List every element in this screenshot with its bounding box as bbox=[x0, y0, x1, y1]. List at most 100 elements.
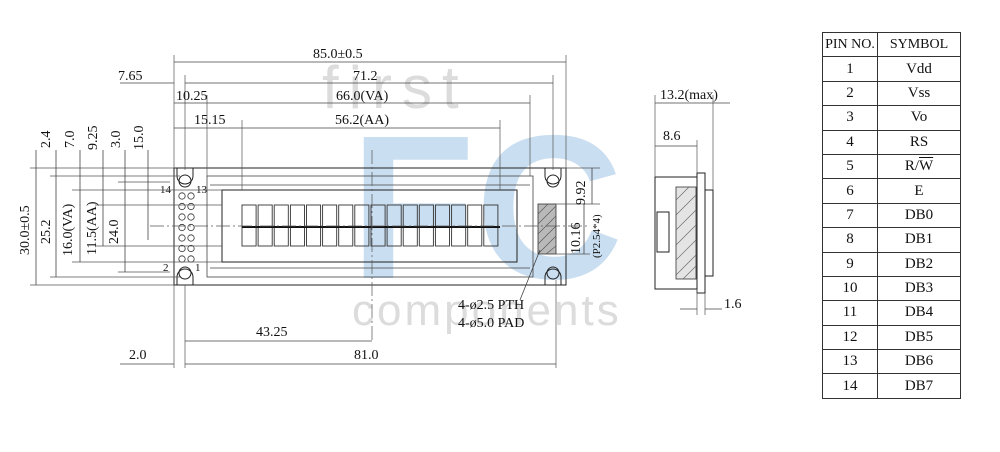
dim-depth-8-6: 8.6 bbox=[663, 129, 681, 144]
dim-overall-width: 85.0±0.5 bbox=[313, 47, 363, 62]
dim-connector-10-16: 10.16 bbox=[569, 223, 584, 255]
side-view: 13.2(max) 8.6 1.6 bbox=[654, 88, 742, 315]
pin-symbol-text: DB0 bbox=[904, 206, 934, 223]
character-cell bbox=[483, 204, 499, 247]
pin-number: 6 bbox=[822, 178, 878, 204]
pin-symbol: DB5 bbox=[877, 324, 961, 351]
pin-number: 13 bbox=[822, 349, 878, 375]
dim-pitch-note: (P2.54*4) bbox=[591, 214, 603, 258]
pin-label-1: 1 bbox=[195, 262, 201, 274]
pin-symbol: DB3 bbox=[877, 275, 961, 302]
pin-symbol: DB6 bbox=[877, 349, 961, 375]
character-cell bbox=[257, 204, 273, 247]
pin-symbol-text: DB3 bbox=[904, 280, 934, 297]
pin-hole bbox=[178, 244, 186, 253]
side-pcb bbox=[696, 172, 706, 294]
dim-max-thickness: 13.2(max) bbox=[660, 88, 718, 103]
pin-symbol-text: Vo bbox=[910, 109, 928, 126]
dim-top-9-25: 9.25 bbox=[86, 126, 101, 151]
pcb-inner-frame bbox=[206, 175, 534, 278]
pin-hole bbox=[187, 213, 195, 221]
dim-center-43-25: 43.25 bbox=[256, 325, 288, 340]
dim-aa-height: 11.5(AA) bbox=[85, 201, 100, 255]
table-row: 8 DB1 bbox=[822, 227, 961, 253]
pin-symbol-text: R/ bbox=[904, 158, 919, 175]
pin-symbol: DB1 bbox=[877, 227, 961, 253]
character-cell bbox=[322, 204, 338, 247]
dim-pcb-1-6: 1.6 bbox=[724, 297, 742, 312]
mounting-hole-tl bbox=[178, 174, 192, 188]
pin-symbol: DB4 bbox=[877, 300, 961, 326]
dim-va-width: 66.0(VA) bbox=[336, 89, 389, 104]
pin-symbol-text: DB2 bbox=[904, 255, 934, 272]
watermark-components: components bbox=[352, 286, 622, 335]
horizontal-dimensions-top: 85.0±0.5 71.2 7.65 10.25 66.0(VA) 15.15 … bbox=[118, 47, 567, 190]
pin-number: 12 bbox=[822, 324, 878, 351]
pin-hole bbox=[178, 255, 186, 263]
pin-hole bbox=[178, 192, 186, 200]
character-cell bbox=[451, 204, 467, 247]
table-row: 7 DB0 bbox=[822, 202, 961, 229]
dim-pcb-81-0: 81.0 bbox=[354, 348, 379, 363]
horizontal-dimensions-bottom: 43.25 81.0 2.0 bbox=[120, 280, 557, 368]
pin-hole bbox=[187, 223, 195, 232]
character-cell bbox=[306, 204, 322, 247]
header-symbol: SYMBOL bbox=[877, 31, 961, 58]
mounting-hole-bl bbox=[178, 266, 192, 280]
pin-symbol-text: E bbox=[914, 182, 924, 199]
pin-symbol: R/W bbox=[877, 153, 961, 180]
connector-dimensions: 9.92 10.16 (P2.54*4) bbox=[556, 167, 603, 258]
pin-number: 11 bbox=[822, 300, 878, 326]
pin-symbol-text: DB1 bbox=[904, 231, 934, 248]
pin-hole bbox=[178, 234, 186, 242]
pin-symbol-text: Vdd bbox=[906, 60, 932, 77]
pin-number: 10 bbox=[822, 275, 878, 302]
dim-top-15-0: 15.0 bbox=[132, 126, 147, 151]
dim-va-height: 16.0(VA) bbox=[61, 203, 76, 256]
character-cell bbox=[418, 204, 434, 247]
pin-number: 8 bbox=[822, 227, 878, 253]
dim-hole-pitch: 71.2 bbox=[353, 69, 378, 84]
pin-symbol-text: Vss bbox=[907, 84, 931, 101]
pin-number: 3 bbox=[822, 105, 878, 131]
pin-hole bbox=[178, 202, 186, 211]
pin-number: 14 bbox=[822, 373, 878, 399]
pin-hole bbox=[187, 202, 195, 211]
character-cell bbox=[434, 204, 450, 247]
character-cells bbox=[241, 204, 500, 247]
front-view: 14 13 2 1 85.0±0.5 bbox=[18, 47, 603, 368]
dim-top-7-0: 7.0 bbox=[63, 131, 78, 149]
dim-left-to-va: 10.25 bbox=[176, 89, 208, 104]
pin-number: 4 bbox=[822, 129, 878, 155]
pin-number: 7 bbox=[822, 202, 878, 229]
pin-hole bbox=[187, 234, 195, 242]
dim-top-3-0: 3.0 bbox=[109, 131, 124, 149]
pin-header bbox=[178, 192, 195, 263]
table-row: 3 Vo bbox=[822, 105, 961, 131]
dim-offset-2-0: 2.0 bbox=[129, 348, 147, 363]
character-cell bbox=[273, 204, 289, 247]
dim-height-24: 24.0 bbox=[107, 220, 122, 245]
pin-symbol: DB2 bbox=[877, 251, 961, 277]
pin-label-2: 2 bbox=[163, 262, 169, 274]
dim-left-to-hole: 7.65 bbox=[118, 69, 143, 84]
watermark: first FC components bbox=[322, 54, 623, 335]
character-cell bbox=[289, 204, 305, 247]
pin-hole bbox=[187, 255, 195, 263]
dim-aa-width: 56.2(AA) bbox=[335, 113, 389, 128]
note-pth: 4-ø2.5 PTH bbox=[458, 298, 524, 313]
pin-symbol: RS bbox=[877, 129, 961, 155]
pin-number: 5 bbox=[822, 153, 878, 180]
mounting-holes bbox=[176, 168, 562, 285]
header-pin-no: PIN NO. bbox=[822, 31, 878, 58]
